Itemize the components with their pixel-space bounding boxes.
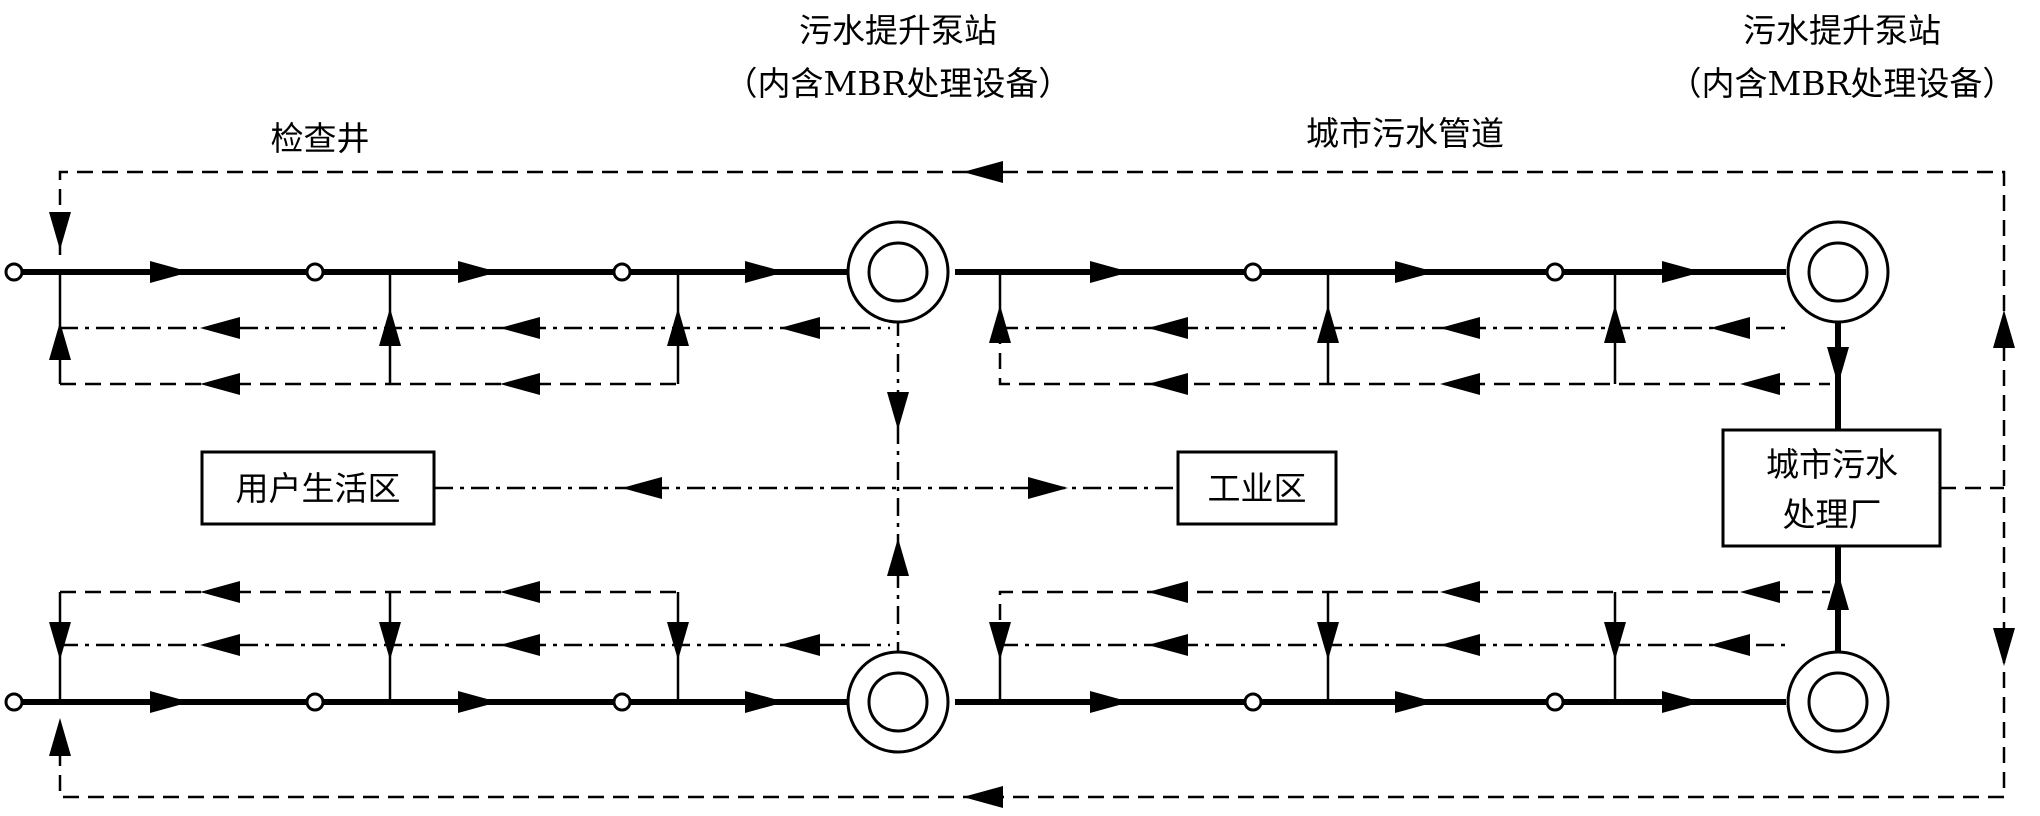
arrow-up-plant-to-pump [1827, 572, 1849, 610]
arrow-down-br-1 [989, 622, 1011, 660]
arrow-left-tr-d-3 [1740, 373, 1780, 395]
arrow-up-tl-2 [379, 308, 401, 346]
arrow-left-tr-d-1 [1148, 373, 1188, 395]
arrow-left-tl-dd-1 [200, 317, 240, 339]
top-return-dashed-line [58, 170, 2006, 488]
manhole-top-4 [1545, 262, 1565, 282]
arrow-up-tl-3 [667, 308, 689, 346]
pump-station-bottom-left [846, 650, 950, 754]
manhole-bottom-1 [305, 692, 325, 712]
arrow-right-top-2 [458, 261, 498, 283]
inspection-well-label: 检查井 [271, 119, 370, 158]
manhole-top-2 [612, 262, 632, 282]
manhole-bottom-4 [1545, 692, 1565, 712]
treatment-plant-label-line2: 处理厂 [1783, 495, 1882, 534]
arrow-right-bottom-4 [1090, 691, 1130, 713]
residential-area-label: 用户生活区 [236, 469, 401, 508]
treatment-plant-box: 城市污水 处理厂 [1721, 428, 1942, 548]
arrow-up-tr-3 [1604, 305, 1626, 343]
arrow-left-br-d-1 [1148, 581, 1188, 603]
arrow-left-return-top [963, 161, 1003, 183]
bottom-right-dashed-branch [998, 590, 1830, 645]
pump-station-1-subtitle: （内含MBR处理设备） [725, 64, 1072, 103]
arrow-right-bottom-1 [150, 691, 190, 713]
arrow-left-br-dd-2 [1440, 634, 1480, 656]
arrow-up-tr-2 [1317, 305, 1339, 343]
treatment-plant-label-line1: 城市污水 [1766, 445, 1898, 484]
manhole-bottom-0 [4, 692, 24, 712]
arrow-right-middle [1028, 477, 1068, 499]
city-sewer-pipe-label: 城市污水管道 [1306, 114, 1504, 153]
arrow-left-tr-dd-2 [1440, 317, 1480, 339]
arrow-left-tr-d-2 [1440, 373, 1480, 395]
arrow-left-bl-dd-3 [780, 634, 820, 656]
arrow-right-bottom-5 [1395, 691, 1435, 713]
arrow-left-br-d-2 [1440, 581, 1480, 603]
arrow-left-bl-dd-1 [200, 634, 240, 656]
pump-station-1-title: 污水提升泵站 [799, 11, 997, 50]
arrow-left-tr-dd-1 [1148, 317, 1188, 339]
arrow-down-pump-to-plant [1827, 347, 1849, 385]
arrow-up-tl-1 [49, 322, 71, 360]
arrow-right-bottom-3 [745, 691, 785, 713]
arrow-left-br-dd-1 [1148, 634, 1188, 656]
industrial-area-label: 工业区 [1208, 469, 1307, 508]
arrow-down-right-return [1993, 628, 2015, 666]
manhole-top-1 [305, 262, 325, 282]
manhole-bottom-2 [612, 692, 632, 712]
arrow-up-right-return [1993, 310, 2015, 348]
arrow-left-middle [622, 477, 662, 499]
arrow-up-bl-left [49, 718, 71, 756]
arrow-right-top-5 [1395, 261, 1435, 283]
arrow-left-tl-dd-2 [500, 317, 540, 339]
arrow-left-br-d-3 [1740, 581, 1780, 603]
arrow-down-br-2 [1317, 622, 1339, 660]
manhole-top-3 [1243, 262, 1263, 282]
arrow-left-bl-d-2 [500, 581, 540, 603]
residential-area-box: 用户生活区 [200, 450, 436, 526]
arrow-left-br-dd-3 [1710, 634, 1750, 656]
arrow-right-top-6 [1662, 261, 1702, 283]
arrow-left-bl-d-1 [200, 581, 240, 603]
arrow-down-bl-3 [667, 622, 689, 660]
pump-station-top-left [846, 220, 950, 324]
arrow-left-tl-d-1 [200, 373, 240, 395]
manhole-top-0 [4, 262, 24, 282]
arrow-left-return-bottom [963, 786, 1003, 808]
arrow-left-tl-dd-3 [780, 317, 820, 339]
arrow-up-tr-1 [989, 305, 1011, 343]
arrow-left-tr-dd-3 [1710, 317, 1750, 339]
industrial-area-box: 工业区 [1176, 450, 1338, 526]
arrow-right-top-1 [150, 261, 190, 283]
pump-station-2-subtitle: （内含MBR处理设备） [1669, 64, 2016, 103]
arrow-right-top-3 [745, 261, 785, 283]
arrow-left-bl-dd-2 [500, 634, 540, 656]
bottom-return-dashed-line [58, 488, 2006, 799]
arrow-down-tl-return [49, 212, 71, 250]
pump-station-top-right [1786, 220, 1890, 324]
arrow-down-bl-1 [49, 622, 71, 660]
pump-station-2-title: 污水提升泵站 [1743, 11, 1941, 50]
arrow-left-tl-d-2 [500, 373, 540, 395]
arrow-down-bl-2 [379, 622, 401, 660]
arrow-right-bottom-2 [458, 691, 498, 713]
arrow-up-pump-connector [887, 538, 909, 576]
arrow-down-pump-connector [887, 392, 909, 430]
pump-station-bottom-right [1786, 650, 1890, 754]
arrow-down-br-3 [1604, 622, 1626, 660]
arrow-right-bottom-6 [1662, 691, 1702, 713]
top-right-dashed-branch [998, 328, 1830, 386]
manhole-bottom-3 [1243, 692, 1263, 712]
arrow-right-top-4 [1090, 261, 1130, 283]
